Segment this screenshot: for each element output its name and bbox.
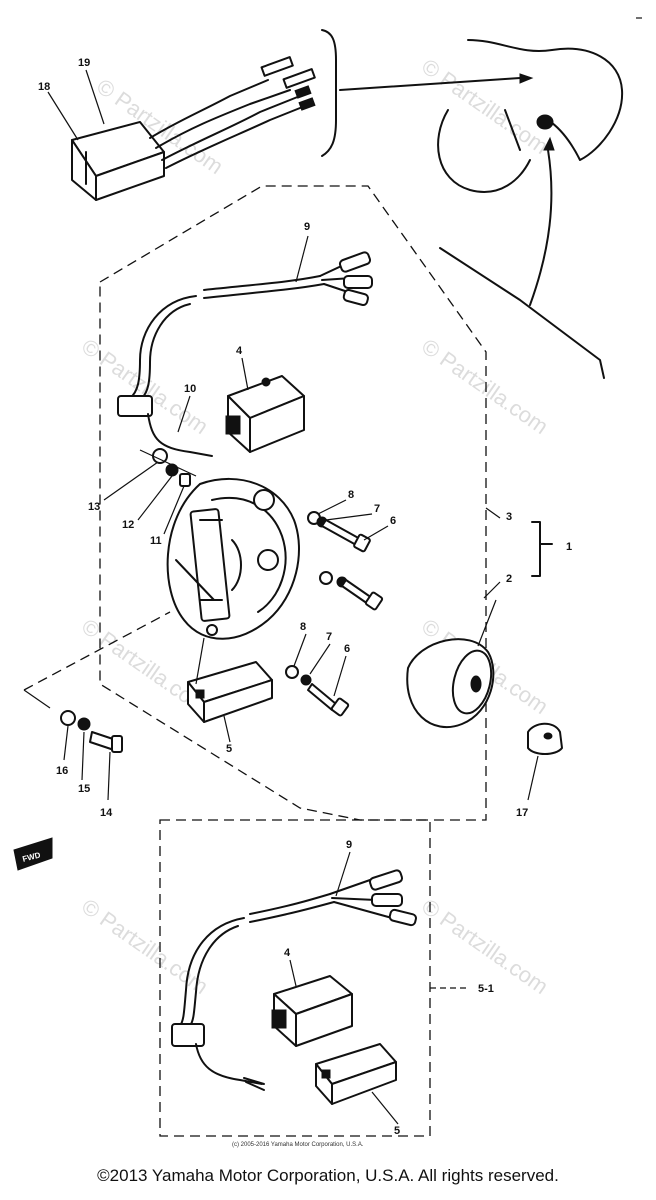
callout-13: 13 bbox=[88, 501, 100, 513]
lead-wire-9-lower bbox=[171, 869, 417, 1091]
callout-7b: 7 bbox=[326, 631, 332, 643]
callout-6a: 6 bbox=[390, 515, 396, 527]
cap-17 bbox=[527, 722, 563, 801]
subassembly-outline-5-1 bbox=[159, 819, 431, 1137]
callout-17: 17 bbox=[516, 807, 528, 819]
fwd-tag: FWD bbox=[13, 837, 53, 871]
ignition-coil-4 bbox=[225, 375, 305, 453]
magneto-group-outline bbox=[99, 185, 487, 821]
lead-wire-9 bbox=[117, 251, 373, 457]
callout-1: 1 bbox=[566, 541, 572, 553]
callout-6b: 6 bbox=[344, 643, 350, 655]
bolt-washer-14-16 bbox=[60, 710, 123, 801]
cdi-unit-5 bbox=[187, 661, 273, 723]
small-hardware-11-13 bbox=[139, 448, 197, 487]
frame-location-sketch bbox=[437, 39, 624, 379]
callout-12: 12 bbox=[122, 519, 134, 531]
callout-9a: 9 bbox=[304, 221, 310, 233]
parts-diagram: © Partzilla.com © Partzilla.com © Partzi… bbox=[13, 17, 642, 1148]
stator-base-3 bbox=[166, 477, 300, 640]
leader-dashed-14-16 bbox=[23, 611, 171, 691]
callout-4a: 4 bbox=[236, 345, 243, 357]
ignition-coil-4-lower bbox=[271, 975, 353, 1047]
bracket-divider bbox=[321, 29, 337, 157]
callout-10: 10 bbox=[184, 383, 196, 395]
copyright-notice: ©2013 Yamaha Motor Corporation, U.S.A. A… bbox=[97, 1166, 559, 1185]
watermark-7: © Partzilla.com bbox=[77, 894, 213, 1000]
cdi-unit-5-lower bbox=[315, 1043, 397, 1105]
callout-2: 2 bbox=[506, 573, 512, 585]
callout-14: 14 bbox=[100, 807, 113, 819]
callout-8a: 8 bbox=[348, 489, 354, 501]
callout-15: 15 bbox=[78, 783, 90, 795]
callout-3: 3 bbox=[506, 511, 512, 523]
callout-9b: 9 bbox=[346, 839, 352, 851]
watermarks: © Partzilla.com © Partzilla.com © Partzi… bbox=[77, 54, 553, 1000]
location-arrow bbox=[339, 77, 521, 91]
watermark-4: © Partzilla.com bbox=[417, 334, 553, 440]
callout-18: 18 bbox=[38, 81, 50, 93]
callout-5a: 5 bbox=[226, 743, 232, 755]
callout-19: 19 bbox=[78, 57, 90, 69]
callout-5b: 5 bbox=[394, 1125, 400, 1137]
assembly-bracket-1 bbox=[483, 507, 553, 599]
rotor-2 bbox=[406, 599, 497, 729]
callout-4b: 4 bbox=[284, 947, 291, 959]
callout-5-1: 5-1 bbox=[478, 983, 494, 995]
rectifier-regulator-assembly bbox=[47, 56, 316, 201]
callout-8b: 8 bbox=[300, 621, 306, 633]
callout-16: 16 bbox=[56, 765, 68, 777]
callout-7a: 7 bbox=[374, 503, 380, 515]
callout-11: 11 bbox=[150, 535, 162, 547]
screw-set-lower bbox=[285, 571, 384, 717]
credit-line: (c) 2005-2016 Yamaha Motor Corporation, … bbox=[232, 1142, 364, 1148]
